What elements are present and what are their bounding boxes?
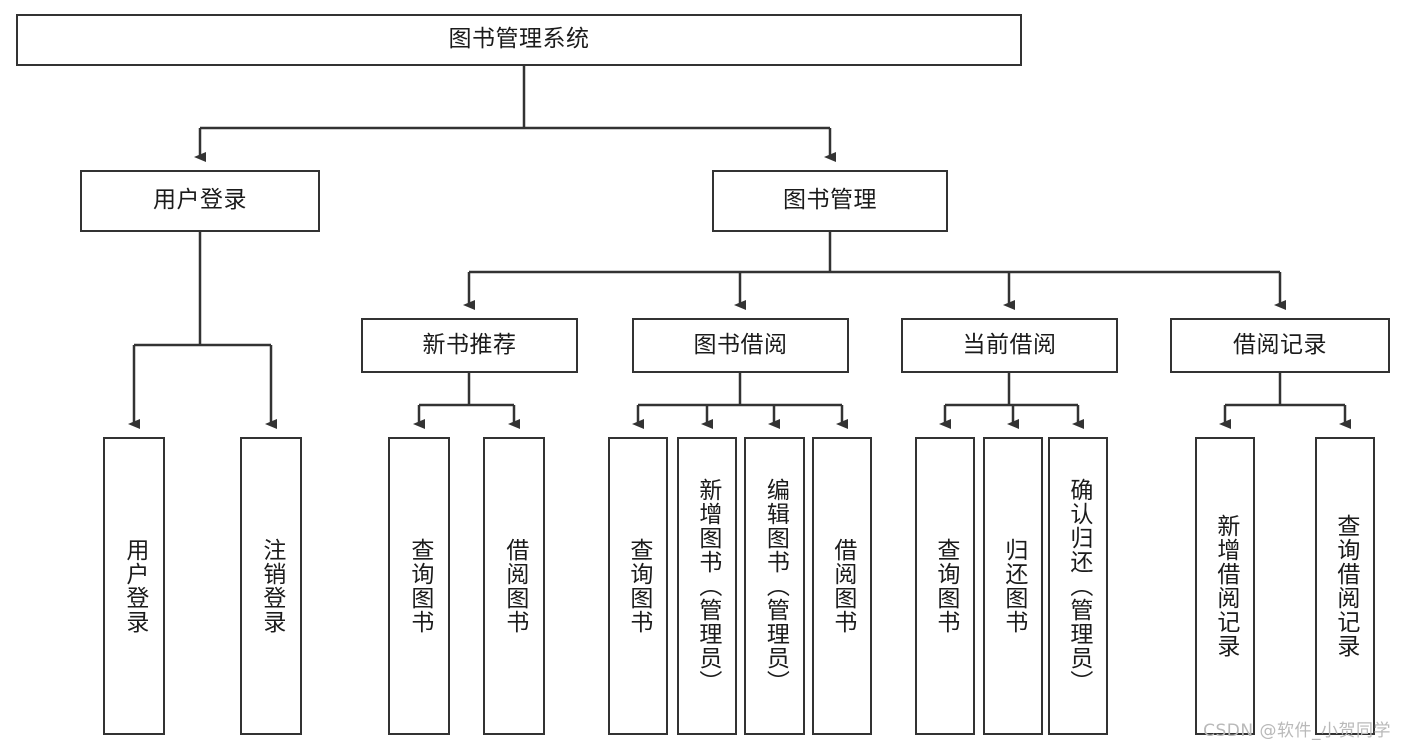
node-leaf-query-record: 查询借阅记录 (1315, 437, 1375, 735)
node-leaf-query-book-3: 查询图书 (915, 437, 975, 735)
node-leaf-confirm-return: 确认归还（管理员） (1048, 437, 1108, 735)
node-leaf-edit-book: 编辑图书（管理员） (744, 437, 805, 735)
node-leaf-borrow-book-2: 借阅图书 (812, 437, 872, 735)
node-leaf-add-record: 新增借阅记录 (1195, 437, 1255, 735)
node-leaf-borrow-book-2-label: 借阅图书 (829, 538, 856, 634)
node-book-borrow: 图书借阅 (632, 318, 849, 373)
node-leaf-add-record-label: 新增借阅记录 (1212, 514, 1239, 658)
node-borrow-record-label: 借阅记录 (1233, 331, 1327, 358)
node-leaf-user-login: 用户登录 (103, 437, 165, 735)
node-user-login-label: 用户登录 (153, 187, 247, 214)
node-new-book-rec-label: 新书推荐 (422, 331, 517, 358)
node-leaf-logout: 注销登录 (240, 437, 302, 735)
node-new-book-rec: 新书推荐 (361, 318, 578, 373)
node-current-borrow: 当前借阅 (901, 318, 1118, 373)
node-leaf-borrow-book-1-label: 借阅图书 (501, 538, 528, 634)
node-root-title: 图书管理系统 (16, 14, 1022, 66)
node-book-manage: 图书管理 (712, 170, 948, 232)
node-leaf-logout-label: 注销登录 (258, 538, 285, 634)
node-leaf-query-book-2: 查询图书 (608, 437, 668, 735)
node-leaf-return-book-label: 归还图书 (1000, 538, 1027, 634)
node-leaf-query-book-3-label: 查询图书 (932, 538, 959, 634)
node-book-borrow-label: 图书借阅 (693, 331, 788, 358)
node-leaf-add-book: 新增图书（管理员） (677, 437, 737, 735)
node-user-login: 用户登录 (80, 170, 320, 232)
node-leaf-query-record-label: 查询借阅记录 (1332, 514, 1359, 658)
node-leaf-return-book: 归还图书 (983, 437, 1043, 735)
node-book-manage-label: 图书管理 (783, 187, 877, 214)
node-current-borrow-label: 当前借阅 (962, 331, 1057, 358)
node-leaf-query-book-1-label: 查询图书 (406, 538, 433, 634)
node-leaf-query-book-1: 查询图书 (388, 437, 450, 735)
node-leaf-user-login-label: 用户登录 (121, 538, 148, 634)
node-root-title-label: 图书管理系统 (448, 26, 590, 53)
node-leaf-edit-book-label: 编辑图书（管理员） (762, 478, 789, 694)
node-borrow-record: 借阅记录 (1170, 318, 1390, 373)
node-leaf-confirm-return-label: 确认归还（管理员） (1065, 478, 1092, 694)
node-leaf-query-book-2-label: 查询图书 (625, 538, 652, 634)
node-leaf-add-book-label: 新增图书（管理员） (694, 478, 721, 694)
node-leaf-borrow-book-1: 借阅图书 (483, 437, 545, 735)
